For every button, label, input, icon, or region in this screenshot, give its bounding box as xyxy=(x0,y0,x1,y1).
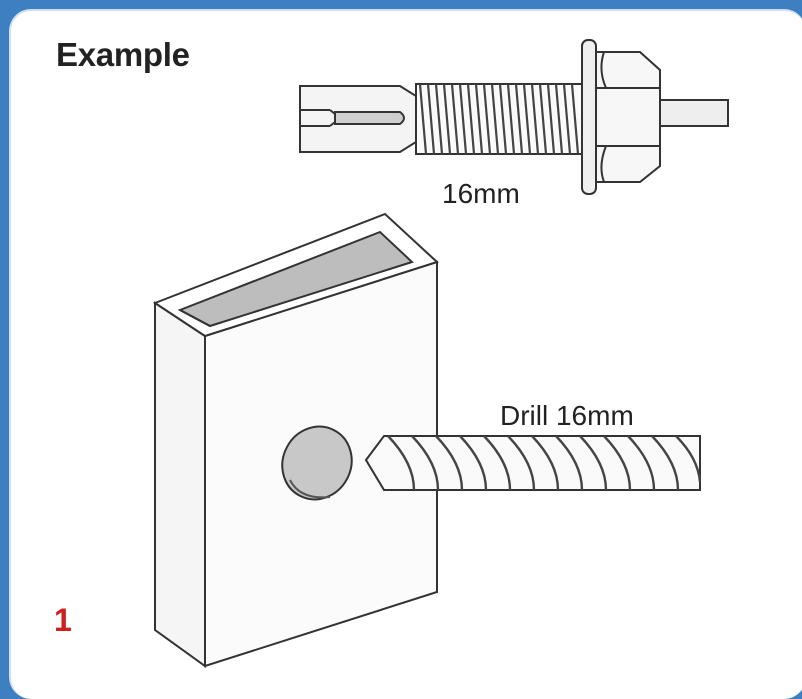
drill-size-label: Drill 16mm xyxy=(500,400,634,431)
expansion-anchor-bolt-icon xyxy=(299,39,729,195)
drill-bit-icon xyxy=(364,435,702,491)
bolt-size-label: 16mm xyxy=(442,178,520,209)
step-number: 1 xyxy=(54,602,72,638)
panel-title: Example xyxy=(56,36,190,73)
hollow-rectangular-post-icon xyxy=(152,212,439,668)
